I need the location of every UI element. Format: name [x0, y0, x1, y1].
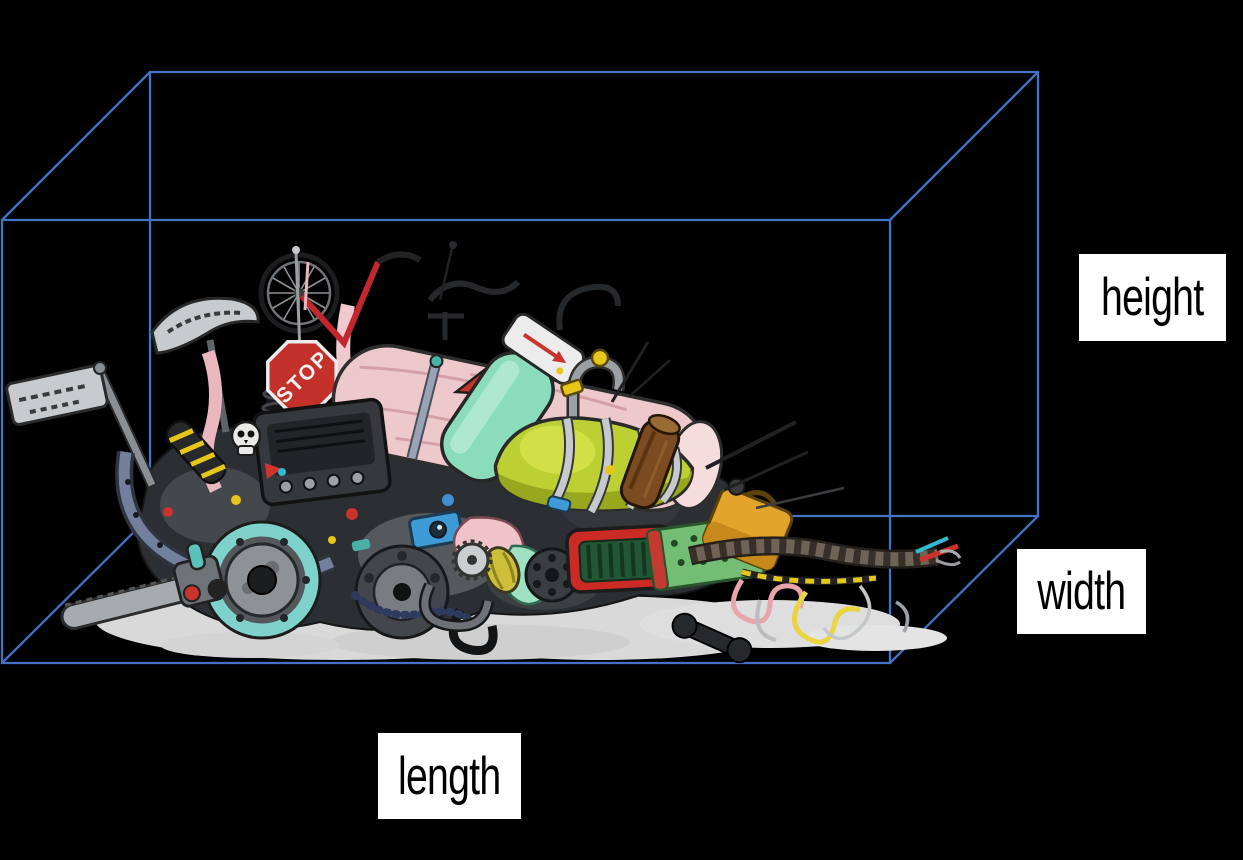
- loose-wires: [351, 578, 910, 645]
- width-label: width: [1017, 549, 1146, 634]
- stop-sign: STOP: [266, 340, 338, 412]
- box-front-face: [0, 218, 892, 665]
- teal-wheel: [202, 520, 322, 640]
- width-label-text: width: [1037, 562, 1127, 621]
- color-accents: [163, 465, 615, 581]
- bolt-wheel: [524, 547, 580, 603]
- box-wireframe: [0, 70, 1040, 665]
- olive-egg: [483, 546, 521, 594]
- bent-sign: [150, 296, 260, 433]
- junk-pile-illustration: STOP: [5, 241, 962, 664]
- height-label: height: [1079, 254, 1226, 341]
- cable-bundle: [687, 536, 962, 585]
- chainsaw: [60, 541, 228, 630]
- spring: [165, 419, 227, 485]
- camera-box: [408, 510, 464, 550]
- box-depth-edge-top-right: [889, 71, 1039, 221]
- box-depth-edge-bottom-left: [1, 515, 151, 664]
- amp-box: [252, 397, 392, 507]
- faucet-pipe: [560, 348, 626, 432]
- street-sign: [5, 361, 157, 488]
- length-label: length: [378, 733, 521, 819]
- debris-rods: [438, 241, 845, 510]
- telephone-handset: [671, 612, 753, 664]
- length-label-text: length: [398, 746, 501, 806]
- height-label-text: height: [1101, 268, 1204, 327]
- box-depth-edge-top-left: [1, 71, 151, 221]
- skull: [230, 420, 262, 456]
- log: [619, 413, 681, 510]
